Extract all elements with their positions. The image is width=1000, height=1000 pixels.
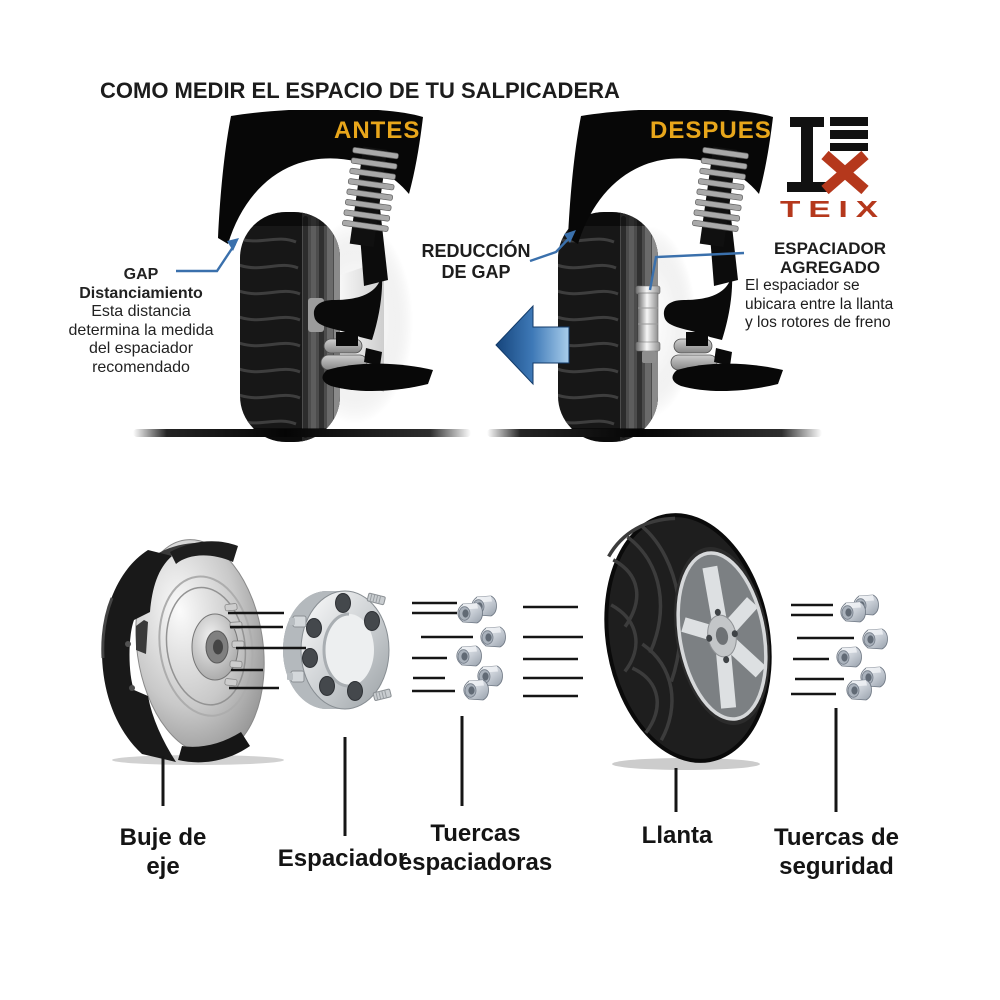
gap-callout-text: GAP Distanciamiento Esta distancia deter… — [55, 266, 227, 377]
spacer-bore — [324, 614, 374, 686]
label-line: eje — [146, 853, 180, 880]
gap-body-line: determina la medida — [68, 321, 214, 339]
reduction-line: DE GAP — [441, 262, 511, 282]
before-diagram — [218, 110, 434, 445]
logo-bars — [830, 117, 868, 151]
label-spacer: Espaciador — [270, 844, 415, 873]
spacer-subheading: AGREGADO — [779, 257, 881, 277]
reduction-callout-text: REDUCCIÓN DE GAP — [412, 241, 540, 283]
logo-letter-i — [787, 117, 827, 192]
label-line: Tuercas — [430, 820, 521, 847]
gap-body-line: recomendado — [92, 358, 190, 376]
spacer-studs — [287, 592, 392, 701]
label-line: Espaciador — [277, 845, 408, 872]
tire-illustration — [236, 212, 340, 442]
spacer-body-line: El espaciador se — [745, 277, 860, 294]
brake-caliper — [101, 541, 250, 763]
spacer-nuts-cluster — [456, 595, 506, 701]
gap-body-line: Esta distancia — [91, 303, 191, 320]
ground-shadow-right — [487, 429, 822, 437]
label-line: seguridad — [779, 853, 894, 880]
logo-x — [821, 150, 869, 195]
before-header: ANTES — [334, 117, 421, 144]
label-wheel: Llanta — [626, 821, 728, 850]
after-header: DESPUES — [650, 117, 772, 144]
gap-heading: GAP — [123, 266, 159, 283]
spacer-heading: ESPACIADOR — [773, 239, 887, 258]
teix-logo: TEIX — [779, 114, 897, 229]
label-lock-nuts: Tuercas de seguridad — [754, 823, 919, 881]
spacer-callout-text: ESPACIADOR AGREGADO El espaciador se ubi… — [739, 239, 921, 333]
ground-shadow-left — [133, 429, 471, 437]
spacer-body-line: y los rotores de freno — [745, 314, 891, 331]
wheel-rim — [674, 547, 770, 725]
reduction-line: REDUCCIÓN — [421, 241, 531, 261]
spacer-nuts-alignment-lines — [412, 601, 583, 698]
lug-holes — [706, 608, 738, 664]
label-line: espaciadoras — [398, 849, 553, 876]
control-arm — [670, 338, 784, 392]
label-spacer-nuts: Tuercas espaciadoras — [383, 819, 568, 877]
lock-nuts-alignment-lines — [791, 603, 854, 696]
installed-spacer — [635, 285, 661, 363]
wheel-shadow — [612, 758, 760, 770]
teix-logo-icon: TEIX — [780, 117, 886, 222]
label-line: Buje de — [119, 824, 207, 851]
brake-hub-illustration — [101, 539, 284, 765]
security-nuts-cluster — [836, 594, 888, 701]
spacer-bolt-holes — [302, 593, 380, 701]
teix-logo-text: TEIX — [780, 196, 886, 222]
label-hub: Buje de eje — [95, 823, 231, 881]
alloy-wheel-illustration — [604, 513, 772, 770]
label-line: Tuercas de — [774, 824, 899, 851]
wheel-studs — [224, 603, 245, 687]
spacer-body-line: ubicara entre la llanta — [745, 295, 894, 313]
spacer-illustration — [283, 590, 392, 710]
gap-subheading: Distanciamiento — [79, 284, 203, 302]
label-line: Llanta — [641, 822, 713, 849]
page-title: COMO MEDIR EL ESPACIO DE TU SALPICADERA — [100, 78, 620, 103]
gap-body-line: del espaciador — [88, 340, 194, 357]
